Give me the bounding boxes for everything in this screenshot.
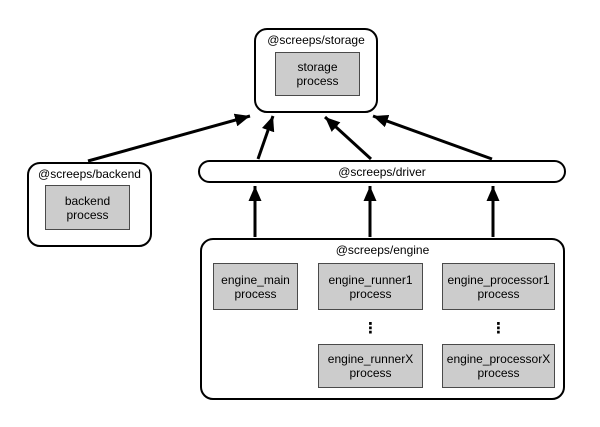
engine-runner1-process-box: engine_runner1 process bbox=[318, 263, 423, 310]
engine-runner1-process-label: engine_runner1 process bbox=[328, 272, 413, 301]
storage-title: @screeps/storage bbox=[267, 33, 365, 47]
node-screeps-driver: @screeps/driver bbox=[198, 160, 566, 183]
engine-title: @screeps/engine bbox=[335, 243, 430, 257]
engine-processorX-process-box: engine_processorX process bbox=[442, 344, 555, 388]
engine-main-process-box: engine_main process bbox=[213, 263, 298, 310]
driver-title: @screeps/driver bbox=[338, 164, 426, 179]
storage-process-box: storage process bbox=[275, 52, 360, 96]
engine-processor1-process-box: engine_processor1 process bbox=[442, 263, 555, 310]
processor-ellipsis: ⋮ bbox=[491, 319, 506, 337]
runner-ellipsis: ⋮ bbox=[363, 319, 378, 337]
node-screeps-engine: @screeps/engine engine_main process engi… bbox=[200, 238, 565, 400]
node-screeps-backend: @screeps/backend backend process bbox=[27, 162, 152, 247]
backend-title: @screeps/backend bbox=[38, 167, 141, 181]
arrow-driver-right-to-storage bbox=[372, 114, 493, 161]
arrow-backend-to-storage bbox=[87, 113, 251, 163]
engine-processorX-process-label: engine_processorX process bbox=[446, 352, 551, 380]
engine-main-process-label: engine_main process bbox=[221, 272, 290, 301]
arrow-driver-middle-to-storage bbox=[323, 115, 373, 161]
storage-process-label: storage process bbox=[296, 60, 339, 88]
backend-process-label: backend process bbox=[64, 193, 111, 222]
engine-runnerX-process-box: engine_runnerX process bbox=[318, 344, 423, 388]
engine-runnerX-process-label: engine_runnerX process bbox=[327, 352, 414, 380]
arrow-driver-left-to-storage bbox=[256, 115, 275, 160]
backend-process-box: backend process bbox=[45, 185, 130, 230]
node-screeps-storage: @screeps/storage storage process bbox=[254, 28, 378, 113]
engine-processor1-process-label: engine_processor1 process bbox=[447, 272, 550, 301]
